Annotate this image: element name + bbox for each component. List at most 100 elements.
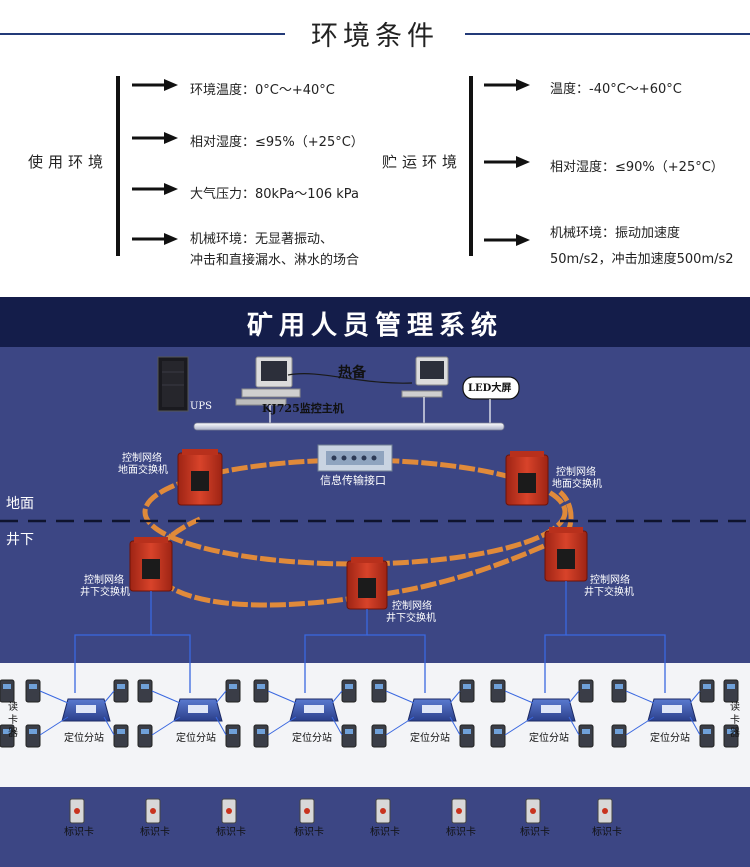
arrow-right-icon <box>132 132 178 144</box>
id-tag-label: 标识卡 <box>140 827 170 838</box>
arrow-right-icon <box>484 156 530 168</box>
usage-item-mechanical-cont: 冲击和直接漏水、淋水的场合 <box>190 253 360 268</box>
system-title: 矿用人员管理系统 <box>246 311 503 341</box>
surface-switch-right-label-1: 控制网络 <box>556 467 596 478</box>
card-reader-icon <box>490 679 506 703</box>
surface-switch-right <box>505 451 549 506</box>
interface-label: 信息传输接口 <box>320 474 386 487</box>
trunk-lines <box>74 581 666 693</box>
system-header: 矿用人员管理系统 <box>0 297 750 347</box>
standby-computer <box>401 356 449 398</box>
title-rule-left <box>0 33 285 35</box>
card-reader-icon <box>490 724 506 748</box>
substation-label: 定位分站 <box>650 733 690 744</box>
usage-item-mechanical: 机械环境：无显著振动、 <box>190 232 334 247</box>
id-tag-icon <box>451 798 467 824</box>
surface-switch-right-label-2: 地面交换机 <box>552 479 602 490</box>
positioning-substation <box>625 690 701 736</box>
hot-standby-label: 热备 <box>338 365 366 381</box>
id-tag-label: 标识卡 <box>216 827 246 838</box>
card-reader-icon <box>459 679 475 703</box>
arrow-right-icon <box>132 233 178 245</box>
id-tag-icon <box>221 798 237 824</box>
reader-label-right: 读 卡 器 <box>730 702 740 739</box>
id-tag-icon <box>597 798 613 824</box>
card-reader-icon <box>137 724 153 748</box>
transmission-interface <box>317 444 393 472</box>
card-reader-icon <box>0 679 15 703</box>
monitor-host-computer <box>235 356 301 406</box>
card-reader-icon <box>225 724 241 748</box>
id-tag-icon <box>525 798 541 824</box>
id-tag-label: 标识卡 <box>294 827 324 838</box>
surface-switch-left-label-2: 地面交换机 <box>118 465 168 476</box>
card-reader-icon <box>578 679 594 703</box>
id-tag-label: 标识卡 <box>592 827 622 838</box>
card-reader-icon <box>253 724 269 748</box>
underground-switch-right-label-2: 井下交换机 <box>584 587 634 598</box>
card-reader-icon <box>113 724 129 748</box>
surface-switch-left-label-1: 控制网络 <box>122 453 162 464</box>
usage-bracket <box>116 76 120 256</box>
card-reader-icon <box>25 724 41 748</box>
storage-item-mechanical: 机械环境：振动加速度 <box>550 226 681 241</box>
positioning-substation <box>267 690 343 736</box>
usage-item-temperature: 环境温度：0°C～+40°C <box>190 83 335 98</box>
card-reader-icon <box>371 724 387 748</box>
card-reader-icon <box>225 679 241 703</box>
surface-zone-label: 地面 <box>6 496 34 512</box>
underground-switch-right-label-1: 控制网络 <box>590 575 630 586</box>
underground-switch-center <box>346 557 388 610</box>
led-screen <box>462 376 520 400</box>
arrow-right-icon <box>484 234 530 246</box>
underground-zone-label: 井下 <box>6 532 34 548</box>
card-reader-icon <box>0 724 15 748</box>
system-diagram: 矿用人员管理系统 <box>0 297 750 867</box>
id-tag-label: 标识卡 <box>520 827 550 838</box>
storage-item-temperature: 温度：-40°C～+60°C <box>550 82 682 97</box>
ups-device <box>157 356 189 412</box>
id-tag-label: 标识卡 <box>370 827 400 838</box>
card-reader-icon <box>113 679 129 703</box>
substation-label: 定位分站 <box>64 733 104 744</box>
id-tag-icon <box>375 798 391 824</box>
underground-switch-left <box>129 537 173 592</box>
storage-item-mechanical-cont: 50m/s2，冲击加速度500m/s2 <box>550 252 734 267</box>
main-host-label: KJ725监控主机 <box>262 402 344 415</box>
id-tag-label: 标识卡 <box>64 827 94 838</box>
storage-item-humidity: 相对湿度：≤90%（+25°C） <box>550 160 724 175</box>
underground-switch-right <box>544 527 588 582</box>
positioning-substation <box>39 690 115 736</box>
card-reader-icon <box>578 724 594 748</box>
arrow-right-icon <box>132 183 178 195</box>
usage-env-label: 使用环境 <box>28 153 109 171</box>
id-tag-icon <box>145 798 161 824</box>
id-tag-icon <box>299 798 315 824</box>
substation-label: 定位分站 <box>529 733 569 744</box>
positioning-substation <box>504 690 580 736</box>
usage-item-humidity: 相对湿度：≤95%（+25°C） <box>190 135 364 150</box>
network-graphics <box>0 356 750 693</box>
underground-switch-center-label-1: 控制网络 <box>392 601 432 612</box>
card-reader-icon <box>611 679 627 703</box>
underground-switch-left-label-2: 井下交换机 <box>80 587 130 598</box>
positioning-substation <box>151 690 227 736</box>
ups-label: UPS <box>190 401 213 412</box>
reader-label-left: 读 卡 器 <box>8 702 18 739</box>
card-reader-icon <box>341 724 357 748</box>
substation-layer: 定位分站定位分站定位分站定位分站定位分站定位分站标识卡标识卡标识卡标识卡标识卡标… <box>0 297 750 867</box>
substation-graphics <box>0 679 739 824</box>
id-tag-label: 标识卡 <box>446 827 476 838</box>
page-title: 环境条件 <box>311 21 439 52</box>
host-bus <box>193 422 505 431</box>
arrow-right-icon <box>484 79 530 91</box>
card-reader-icon <box>459 724 475 748</box>
title-rule-right <box>465 33 750 35</box>
substation-label: 定位分站 <box>292 733 332 744</box>
usage-item-pressure: 大气压力：80kPa～106 kPa <box>190 187 359 202</box>
card-reader-icon <box>611 724 627 748</box>
card-reader-icon <box>137 679 153 703</box>
card-reader-icon <box>253 679 269 703</box>
card-reader-icon <box>723 679 739 703</box>
card-reader-icon <box>699 679 715 703</box>
